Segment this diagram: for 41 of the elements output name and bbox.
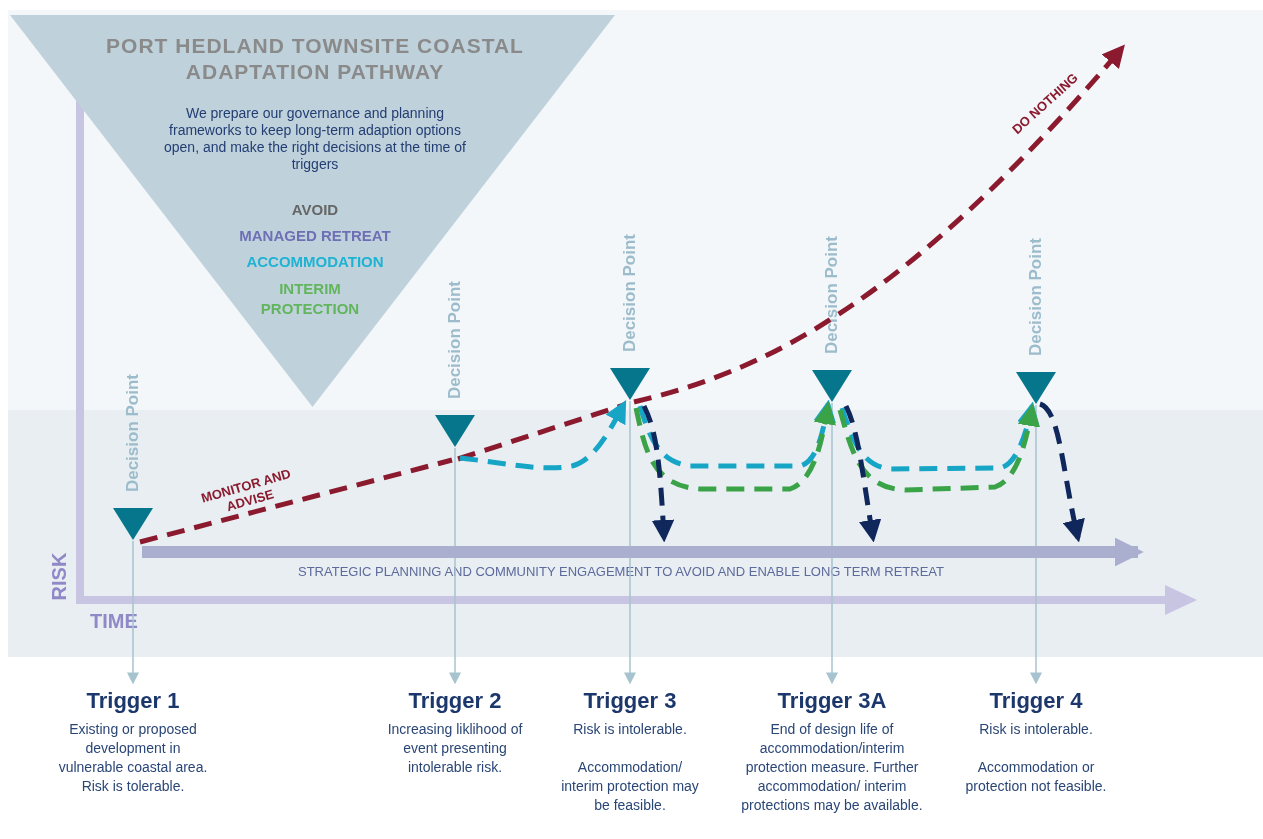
axis-label: TIME [90,610,138,633]
option-label: ACCOMMODATION [245,253,385,270]
trigger-description: Increasing liklihood of event presenting intolerable risk. [386,720,524,777]
pathway-arrow [633,44,1125,405]
pathway-arrow [843,404,882,543]
strategy-label: STRATEGIC PLANNING AND COMMUNITY ENGAGEMENT TO AVOID AND ENABLE LONG TERM RETREAT [297,564,945,579]
pathway-arrow [1038,401,1086,543]
option-label: MANAGED RETREAT [238,227,392,244]
connector-arrow [624,400,636,685]
pathway-arrow [637,399,836,469]
trigger-title: Trigger 4 [988,688,1084,714]
trigger-description: Accommodation/ interim protection may be feasible. [560,758,700,815]
decision-point-label: Decision Point [123,373,143,492]
trigger-description: End of design life of accommodation/interim protection measure. Further accommodation/ interim protections may be available. [740,720,924,815]
trigger-description: Risk is intolerable. [978,720,1094,739]
pathway-arrow [839,401,1040,472]
connector-arrow [127,540,139,685]
description-text: We prepare our governance and planning frameworks to keep long-term adaption options open, and make the right decisions at the time of triggers [163,105,467,173]
option-label: INTERIM PROTECTION [259,279,361,319]
connector-arrow [826,402,838,685]
trigger-title: Trigger 3 [582,688,678,714]
decision-point-label: Decision Point [445,280,465,399]
pathway-arrow [633,401,836,492]
trigger-title: Trigger 3A [776,688,888,714]
option-label: AVOID [290,201,340,218]
trigger-description: Accommodation or protection not feasible. [964,758,1108,796]
pathway-arrow [641,404,675,543]
decision-point-label: Decision Point [620,233,640,352]
connector-arrow [1030,404,1042,685]
decision-point-label: Decision Point [822,235,842,354]
funnel-heading: PORT HEDLAND TOWNSITE COASTAL ADAPTATION PATHWAY [105,33,525,85]
connector-arrow [449,447,461,685]
pathway-arrow [837,403,1040,493]
decision-point-label: Decision Point [1026,237,1046,356]
trigger-description: Existing or proposed development in vulnerable coastal area. Risk is tolerable. [58,720,208,796]
axis-label: RISK [48,552,72,601]
pathway-arrow [142,537,1144,567]
pathway-arrow [459,400,627,471]
trigger-description: Risk is intolerable. [572,720,688,739]
trigger-title: Trigger 2 [407,688,503,714]
trigger-title: Trigger 1 [85,688,181,714]
